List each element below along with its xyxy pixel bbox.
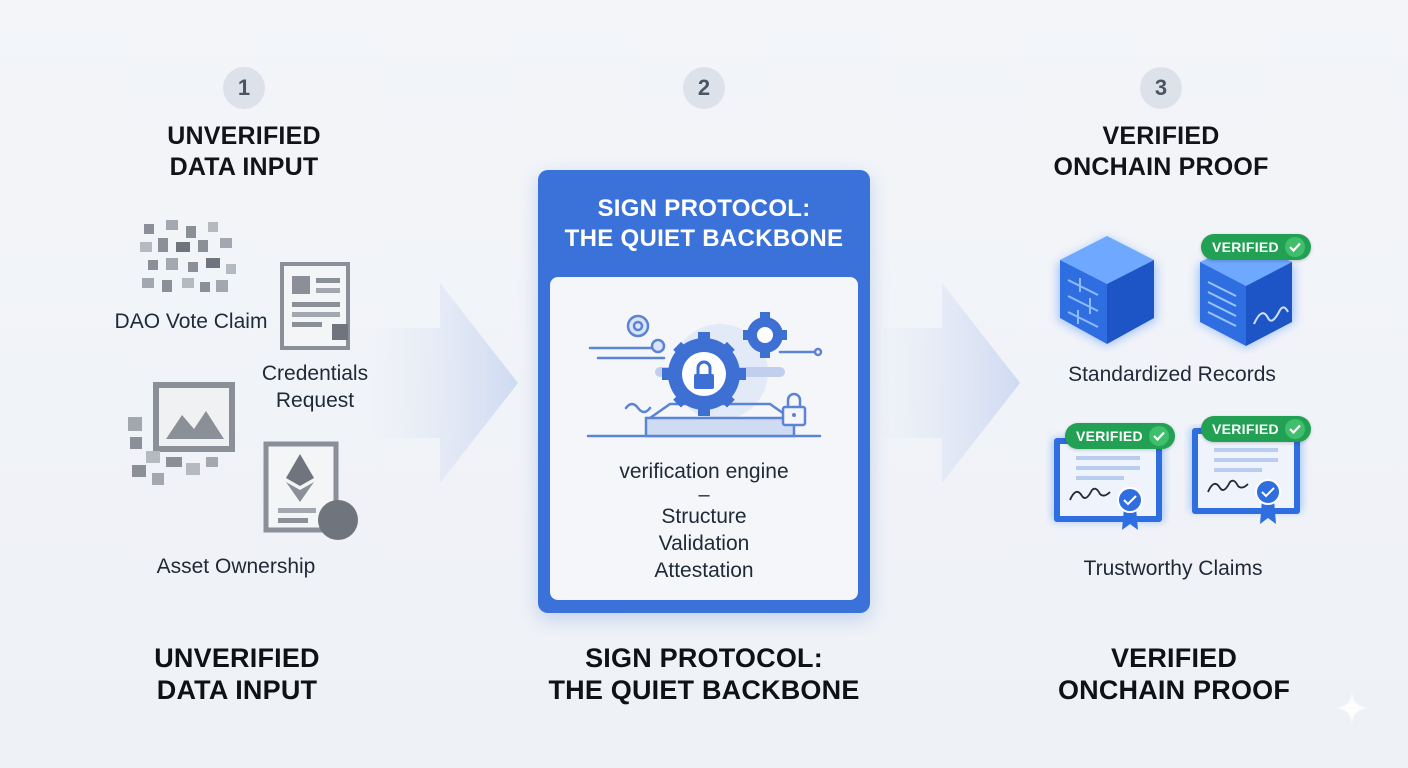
- credentials-request-label: Credentials Request: [230, 360, 400, 414]
- output-title-line1: VERIFIED: [1102, 122, 1220, 150]
- check-icon: [1284, 237, 1305, 257]
- verified-badge-2: VERIFIED: [1065, 423, 1175, 449]
- signed-certificate-icon: [1052, 438, 1164, 530]
- input-column-title: UNVERIFIED DATA INPUT: [114, 121, 374, 183]
- bottom-protocol-line2: THE QUIET BACKBONE: [548, 675, 860, 705]
- verified-badge-label-2: VERIFIED: [1076, 428, 1143, 444]
- card-title-line2: THE QUIET BACKBONE: [564, 225, 844, 252]
- verified-badge-label-3: VERIFIED: [1212, 421, 1279, 437]
- sign-protocol-card-title: SIGN PROTOCOL: THE QUIET BACKBONE: [538, 194, 870, 254]
- bottom-output-line1: VERIFIED: [1110, 643, 1238, 673]
- caption-dash: –: [698, 484, 710, 506]
- bottom-output-title: VERIFIED ONCHAIN PROOF: [1024, 642, 1324, 706]
- trustworthy-claims-label: Trustworthy Claims: [1083, 557, 1263, 580]
- stage-structure: Structure: [661, 505, 747, 528]
- arrow-right-icon: [370, 283, 518, 483]
- bottom-input-line2: DATA INPUT: [156, 675, 318, 705]
- verified-badge-3: VERIFIED: [1201, 416, 1311, 442]
- verification-engine-caption: verification engine: [619, 460, 789, 483]
- credentials-line2: Request: [275, 389, 355, 412]
- step-number-1: 1: [223, 67, 265, 109]
- bottom-input-title: UNVERIFIED DATA INPUT: [96, 642, 378, 706]
- pixelated-noise-icon: [140, 220, 236, 292]
- verified-badge-label: VERIFIED: [1212, 239, 1279, 255]
- standardized-records-label: Standardized Records: [1068, 363, 1276, 386]
- sparkle-icon: [1336, 692, 1368, 724]
- step-number-3: 3: [1140, 67, 1182, 109]
- signed-certificate-icon-2: [1190, 428, 1302, 524]
- stage-validation: Validation: [658, 532, 750, 555]
- gear-lock-engine-icon: [586, 312, 823, 438]
- bottom-protocol-line1: SIGN PROTOCOL:: [585, 643, 823, 673]
- input-title-line2: DATA INPUT: [169, 153, 319, 181]
- bottom-protocol-title: SIGN PROTOCOL: THE QUIET BACKBONE: [534, 642, 874, 706]
- id-card-document-icon: [280, 262, 350, 350]
- step-number-2: 2: [683, 67, 725, 109]
- check-icon-2: [1148, 426, 1169, 446]
- image-icon: [128, 382, 235, 485]
- engine-stage-list: Structure Validation Attestation: [550, 503, 858, 584]
- stage-attestation: Attestation: [654, 559, 754, 582]
- input-title-line1: UNVERIFIED: [167, 122, 321, 150]
- card-title-line1: SIGN PROTOCOL:: [597, 195, 811, 222]
- ethereum-certificate-icon: [263, 441, 358, 540]
- bottom-input-line1: UNVERIFIED: [154, 643, 320, 673]
- output-title-line2: ONCHAIN PROOF: [1053, 153, 1269, 181]
- arrow-right-icon-2: [872, 283, 1020, 483]
- dao-vote-claim-label: DAO Vote Claim: [114, 310, 268, 333]
- check-icon-3: [1284, 419, 1305, 439]
- credentials-line1: Credentials: [261, 362, 369, 385]
- bottom-output-line2: ONCHAIN PROOF: [1057, 675, 1291, 705]
- verified-badge-1: VERIFIED: [1201, 234, 1311, 260]
- output-column-title: VERIFIED ONCHAIN PROOF: [1011, 121, 1311, 183]
- asset-ownership-label: Asset Ownership: [156, 555, 316, 578]
- blockchain-cube-icon: [1058, 236, 1156, 346]
